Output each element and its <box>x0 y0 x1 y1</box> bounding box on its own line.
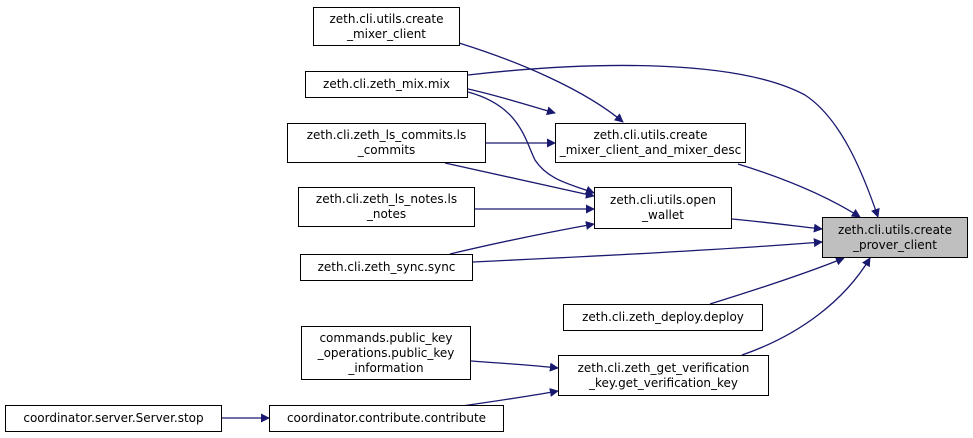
node-open-wallet[interactable]: zeth.cli.utils.open _wallet <box>594 187 732 229</box>
node-contribute[interactable]: coordinator.contribute.contribute <box>269 405 504 432</box>
edge-zeth-mix-to-open-wallet <box>467 91 595 195</box>
node-zeth-mix[interactable]: zeth.cli.zeth_mix.mix <box>305 71 468 98</box>
edge-get-verification-key-to-create-prover-client <box>741 257 871 356</box>
node-ls-notes[interactable]: zeth.cli.zeth_ls_notes.ls _notes <box>298 187 475 227</box>
node-server-stop[interactable]: coordinator.server.Server.stop <box>5 405 222 432</box>
node-create-mixer-client-and-mixer-desc[interactable]: zeth.cli.utils.create _mixer_client_and_… <box>555 123 746 163</box>
node-get-verification-key[interactable]: zeth.cli.zeth_get_verification _key.get_… <box>558 355 769 396</box>
edge-ls-commits-to-open-wallet <box>444 162 595 199</box>
edge-create-mixer-client-and-mixer-desc-to-create-prover-client <box>737 163 861 218</box>
edge-zeth-mix-to-create-prover-client <box>467 64 880 218</box>
edge-zeth-sync-to-create-prover-client <box>472 238 823 263</box>
node-create-mixer-client[interactable]: zeth.cli.utils.create _mixer_client <box>313 7 460 46</box>
node-ls-commits[interactable]: zeth.cli.zeth_ls_commits.ls _commits <box>287 123 486 163</box>
node-zeth-sync[interactable]: zeth.cli.zeth_sync.sync <box>300 254 473 281</box>
edge-open-wallet-to-create-prover-client <box>731 218 823 233</box>
node-create-prover-client: zeth.cli.utils.create _prover_client <box>822 217 968 258</box>
node-zeth-deploy[interactable]: zeth.cli.zeth_deploy.deploy <box>563 304 763 331</box>
edge-zeth-sync-to-open-wallet <box>449 221 595 255</box>
node-public-key-information[interactable]: commands.public_key _operations.public_k… <box>301 326 471 380</box>
edge-create-mixer-client-to-create-mixer-client-and-mixer-desc <box>458 42 624 123</box>
edge-zeth-deploy-to-create-prover-client <box>709 256 845 305</box>
edge-public-key-information-to-get-verification-key <box>470 360 559 372</box>
edge-zeth-mix-to-create-mixer-client-and-mixer-desc <box>467 88 556 116</box>
